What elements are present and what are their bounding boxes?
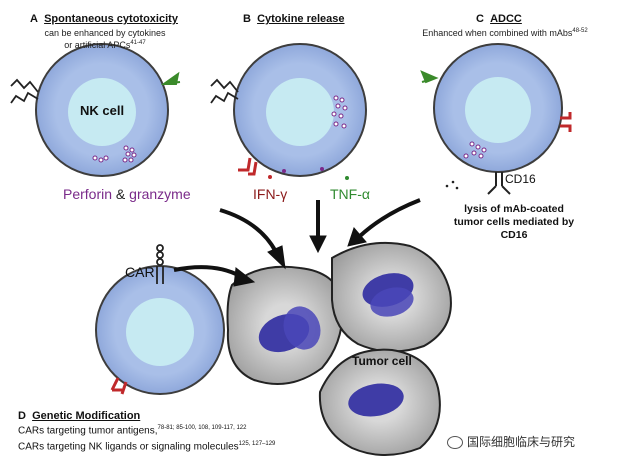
tnf-alpha-label: TNF-α [330, 186, 370, 202]
green-receptor-a [160, 71, 181, 85]
panel-a-subtitle-1: can be enhanced by cytokines [44, 28, 166, 38]
cd16-label: CD16 [505, 172, 536, 186]
panel-d-title: D Genetic Modification [18, 410, 141, 422]
tumor-cell-3 [318, 348, 441, 456]
car-label: CAR [125, 264, 155, 280]
panel-a-subtitle-2: or artificial APCs41-47 [64, 40, 146, 50]
wechat-icon [447, 436, 463, 449]
ifn-gamma-label: IFN-γ [253, 186, 288, 202]
nk-cell-a [10, 43, 181, 177]
panel-b-title: B Cytokine release [243, 13, 345, 25]
arrows [173, 198, 421, 287]
nk-cell-b [210, 43, 367, 180]
nk-cell-c [420, 43, 572, 195]
arrow-c [358, 198, 421, 238]
watermark: 国际细胞临床与研究 [447, 433, 575, 450]
adcc-lysis-text: lysis of mAb-coated tumor cells mediated… [453, 203, 575, 241]
car-receptor [156, 244, 164, 284]
nk-cell-label: NK cell [80, 103, 125, 118]
panel-c-subtitle: Enhanced when combined with mAbs48-52 [422, 28, 588, 38]
perforin-granzyme-label: Perforin & granzyme [63, 186, 191, 202]
red-receptor-c [560, 112, 572, 132]
red-receptor-d [110, 377, 128, 395]
panel-d-line-1: CARs targeting tumor antigens,78-81; 85-… [18, 425, 247, 437]
panel-c-title: C ADCC [476, 13, 522, 25]
granules-a [92, 145, 137, 163]
cytokine-dots [268, 167, 349, 180]
panel-d-line-2: CARs targeting NK ligands or signaling m… [18, 441, 276, 453]
arrow-a [219, 208, 278, 253]
receptor-a-zigzag [10, 78, 39, 93]
tumor-cell-label: Tumor cell [352, 354, 412, 368]
panel-a-title: A Spontaneous cytotoxicity [30, 13, 178, 25]
tumor-cell-1 [226, 265, 344, 385]
granules-b [331, 95, 348, 129]
tumor-cell-2 [331, 241, 452, 353]
cd16-receptor [487, 172, 511, 195]
red-receptor-b [238, 157, 258, 176]
nk-cell-d [95, 244, 225, 395]
